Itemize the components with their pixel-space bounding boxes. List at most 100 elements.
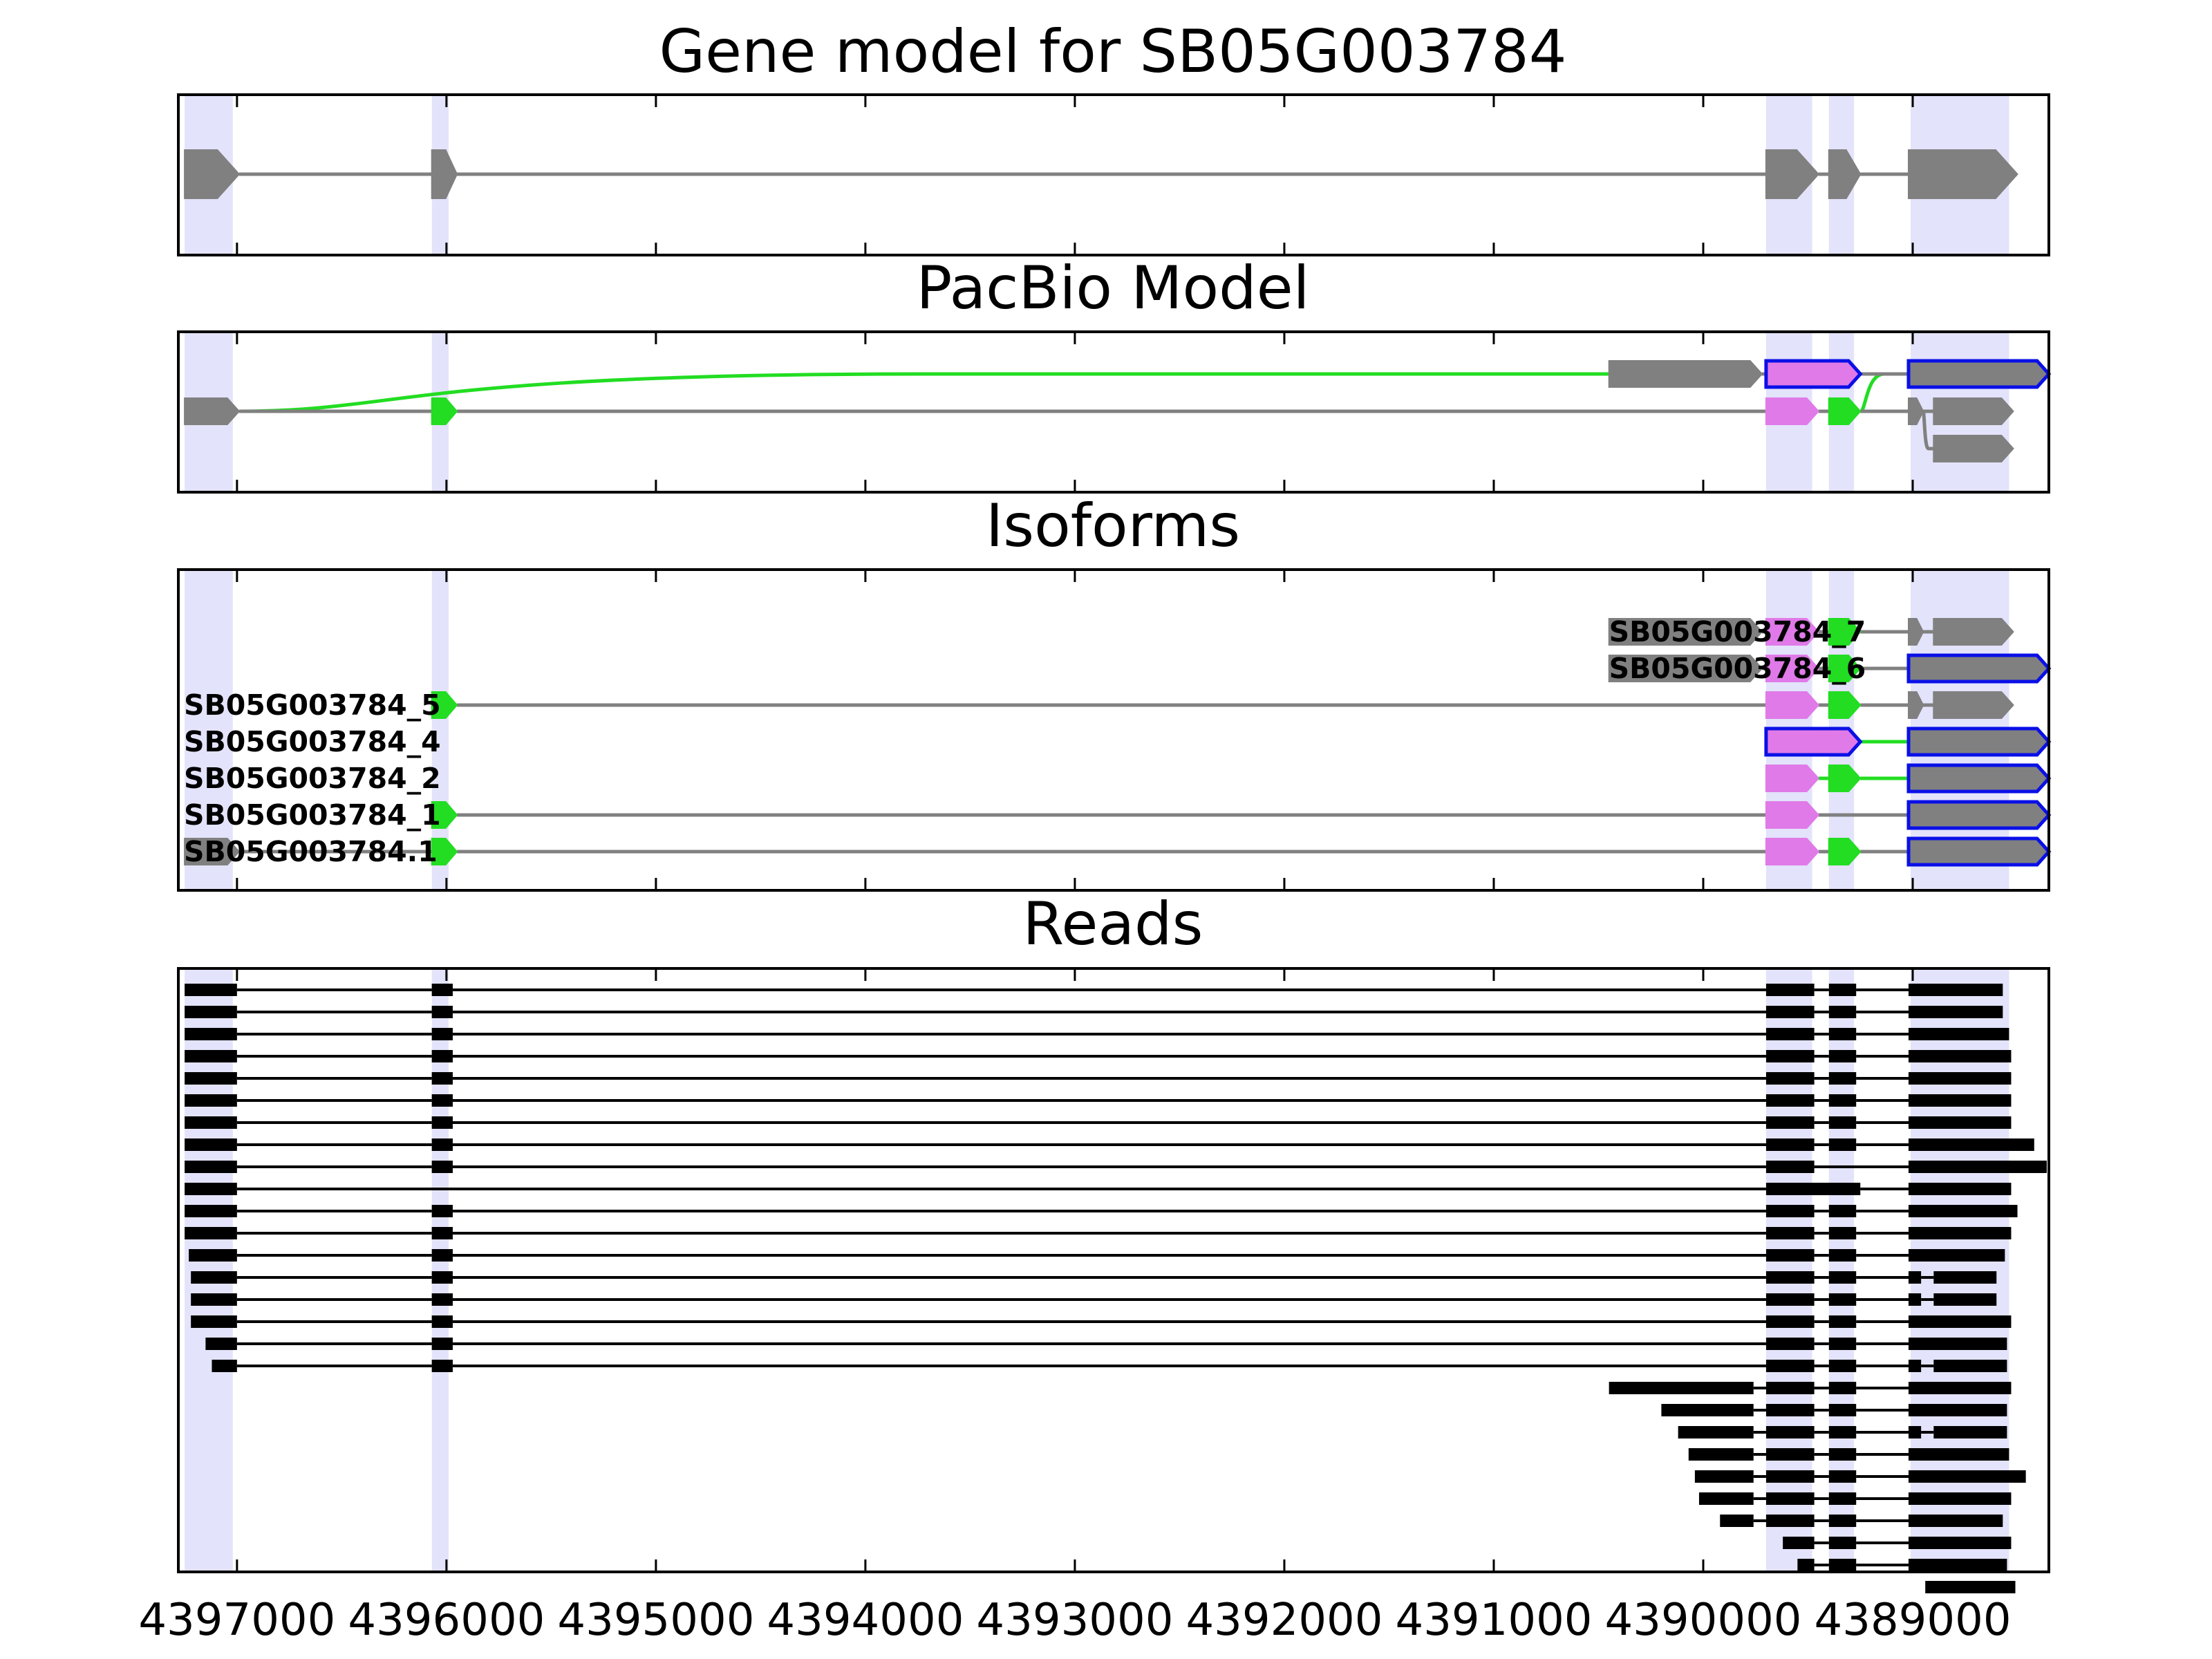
read-exon [431, 1116, 453, 1129]
read-exon [1828, 1360, 1857, 1372]
read-exon [191, 1271, 237, 1284]
read-exon [1783, 1537, 1815, 1549]
read-exon [1908, 1227, 2012, 1239]
exon-block [1608, 360, 1763, 388]
read-exon [185, 1094, 237, 1107]
read-exon [431, 1138, 453, 1151]
read-exon [431, 1315, 453, 1328]
read-exon [1765, 1138, 1815, 1151]
read-exon [1828, 1249, 1857, 1262]
read-exon [1828, 1205, 1857, 1217]
read-exon [1908, 1293, 1922, 1306]
exon-block [1908, 691, 1924, 719]
exon-block [1765, 691, 1820, 719]
isoform-label: SB05G003784_6 [1609, 652, 1866, 685]
read-exon [1828, 1271, 1857, 1284]
isoform-label: SB05G003784.1 [184, 835, 438, 868]
read-exon [1765, 1205, 1815, 1217]
isoforms-frame [177, 568, 2050, 892]
read-exon [1828, 1094, 1857, 1107]
pacbio-model-frame [177, 330, 2050, 494]
read-exon [431, 1338, 453, 1350]
exon-block [1765, 765, 1820, 792]
read-exon [1828, 1138, 1857, 1151]
read-exon [431, 1271, 453, 1284]
x-tick-label: 4393000 [976, 1595, 1173, 1646]
exon-block [1764, 359, 1863, 389]
read-exon [1765, 1360, 1815, 1372]
read-exon [1908, 1183, 2012, 1195]
read-exon [185, 984, 237, 996]
panel-gene-model: Gene model for SB05G003784 [177, 17, 2050, 256]
exon-block [1765, 838, 1820, 865]
read-exon [1828, 984, 1857, 996]
exon-block [1828, 655, 1862, 682]
read-exon [431, 1293, 453, 1306]
read-exon [189, 1249, 237, 1262]
isoform-label: SB05G003784_4 [184, 725, 441, 758]
read-exon [1908, 1559, 2007, 1571]
read-exon [1828, 1448, 1857, 1461]
exon-block [1933, 691, 2014, 719]
exon-block [431, 397, 458, 425]
exon-block [1765, 655, 1820, 682]
read-exon [1765, 1227, 1815, 1239]
read-exon [431, 1072, 453, 1085]
exon-block [1828, 397, 1862, 425]
read-exon [1828, 1227, 1857, 1239]
exon-block [1765, 801, 1820, 829]
read-exon [1765, 1382, 1815, 1394]
exon-block [1764, 727, 1863, 757]
exon-block [1933, 397, 2014, 425]
read-exon [1933, 1360, 2007, 1372]
read-exon [431, 1161, 453, 1173]
x-tick-label: 4389000 [1815, 1595, 2012, 1646]
exon-block [1906, 653, 2052, 684]
read-exon [1694, 1470, 1754, 1483]
read-exon [1908, 1360, 1922, 1372]
panel-isoforms: Isoforms SB05G003784_7SB05G003784_6SB05G… [177, 491, 2052, 892]
panel-title-gene-model: Gene model for SB05G003784 [659, 17, 1567, 86]
exon-block [1765, 618, 1820, 646]
read-exon [1908, 1028, 2009, 1040]
read-exon [1765, 1515, 1815, 1527]
read-exon [1908, 1537, 2012, 1549]
read-exon [185, 1183, 237, 1195]
read-exon [1908, 1094, 2012, 1107]
exon-block [1906, 359, 2052, 389]
read-exon [191, 1315, 237, 1328]
read-exon [1908, 1050, 2012, 1062]
read-exon [1828, 1072, 1857, 1085]
exon-block [1933, 435, 2014, 462]
read-exon [205, 1338, 237, 1350]
x-tick-label: 4397000 [138, 1595, 335, 1646]
read-exon [431, 984, 453, 996]
read-exon [431, 1360, 453, 1372]
exon-block [431, 838, 458, 865]
x-tick-label: 4394000 [767, 1595, 964, 1646]
exon-block [1906, 800, 2052, 830]
exon-block [1908, 149, 2018, 199]
isoform-label: SB05G003784_5 [184, 688, 441, 722]
read-exon [185, 1072, 237, 1085]
highlight-region [431, 570, 449, 890]
read-exon [1698, 1492, 1754, 1505]
read-exon [1765, 1271, 1815, 1284]
read-exon [431, 1028, 453, 1040]
read-exon [1908, 1006, 2003, 1018]
exon-block [184, 838, 241, 865]
read-exon [1908, 1205, 2018, 1217]
gene-model-frame [177, 93, 2050, 256]
exon-block [1608, 655, 1763, 682]
read-exon [1828, 1515, 1857, 1527]
read-exon [1765, 1338, 1815, 1350]
read-exon [431, 1006, 453, 1018]
read-exon [1765, 1183, 1861, 1195]
exon-block [431, 691, 458, 719]
read-exon [1765, 1470, 1815, 1483]
read-exon [185, 1050, 237, 1062]
splice-connection [238, 372, 1609, 413]
exon-block [1828, 691, 1862, 719]
reads-plot-area [185, 968, 2047, 1593]
read-exon [1661, 1404, 1754, 1416]
